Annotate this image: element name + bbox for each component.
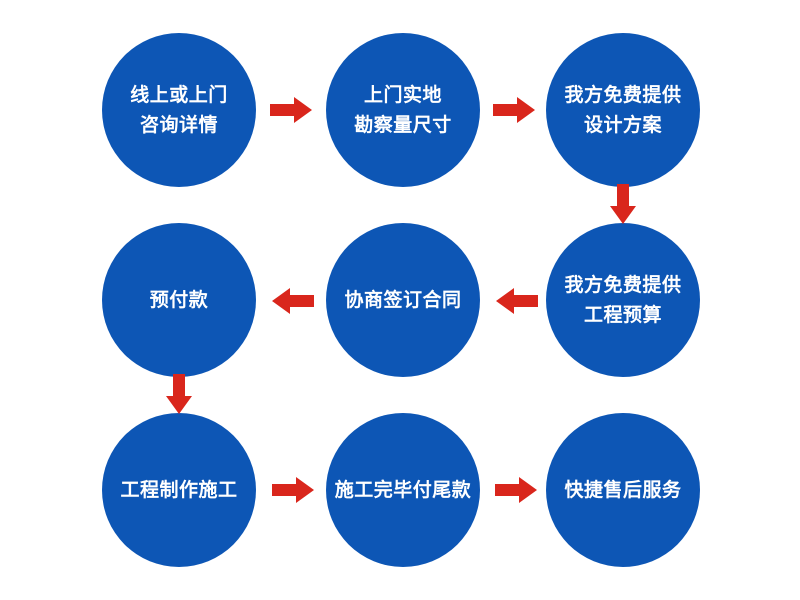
- step-4-free-budget: 我方免费提供 工程预算: [546, 223, 700, 377]
- step-9-after-sales: 快捷售后服务: [546, 413, 700, 567]
- step-6-prepayment: 预付款: [102, 223, 256, 377]
- arrow-right-icon: [272, 477, 314, 503]
- arrow-right-icon: [270, 97, 312, 123]
- step-3-label-line-1: 我方免费提供: [564, 84, 682, 106]
- arrow-down-icon: [166, 374, 192, 414]
- step-1-consultation: 线上或上门 咨询详情: [102, 33, 256, 187]
- step-7-label: 工程制作施工: [120, 479, 238, 501]
- arrow-left-icon: [496, 288, 538, 314]
- step-9-label: 快捷售后服务: [564, 479, 682, 501]
- step-1-label-line-1: 线上或上门: [130, 84, 228, 106]
- arrow-right-icon: [495, 477, 537, 503]
- step-3-free-design: 我方免费提供 设计方案: [546, 33, 700, 187]
- step-1-label-line-2: 咨询详情: [139, 114, 218, 136]
- step-3-label-line-2: 设计方案: [583, 114, 662, 136]
- step-2-site-survey: 上门实地 勘察量尺寸: [326, 33, 480, 187]
- step-2-label-line-1: 上门实地: [363, 84, 442, 106]
- step-7-construction: 工程制作施工: [102, 413, 256, 567]
- arrow-left-icon: [272, 288, 314, 314]
- step-8-label: 施工完毕付尾款: [334, 479, 472, 501]
- step-6-label: 预付款: [149, 289, 209, 311]
- arrow-down-icon: [610, 184, 636, 224]
- arrow-right-icon: [493, 97, 535, 123]
- step-2-label-line-2: 勘察量尺寸: [354, 114, 452, 136]
- step-4-label-line-2: 工程预算: [583, 304, 662, 326]
- step-8-final-payment: 施工完毕付尾款: [326, 413, 480, 567]
- step-5-label: 协商签订合同: [344, 289, 462, 311]
- step-4-label-line-1: 我方免费提供: [564, 274, 682, 296]
- step-5-sign-contract: 协商签订合同: [326, 223, 480, 377]
